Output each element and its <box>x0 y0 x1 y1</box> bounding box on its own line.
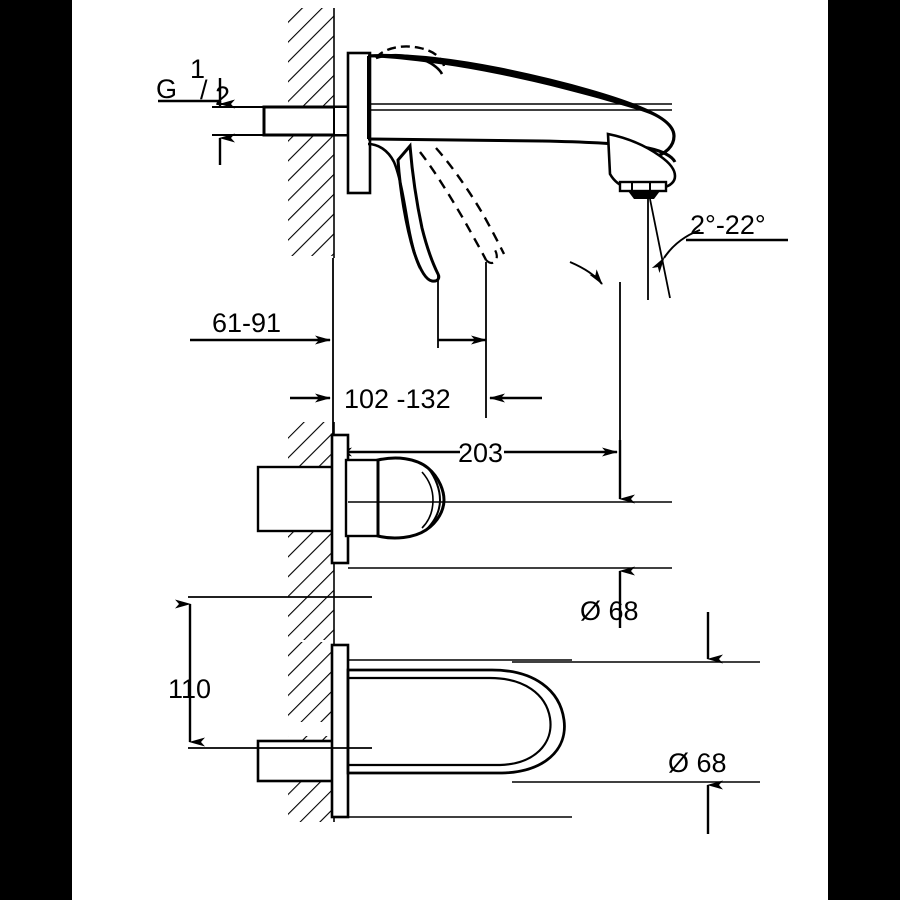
letterbox-bar-left <box>0 0 72 900</box>
faucet-dimension-drawing: G 1 / 2 2°-22° 61-91 102 -132 203 110 Ø … <box>156 8 788 834</box>
handle-assembly-top <box>256 433 446 565</box>
thread-callout-leader <box>158 78 235 165</box>
label-thread-numerator: 1 <box>190 54 205 84</box>
technical-drawing-canvas: G 1 / 2 2°-22° 61-91 102 -132 203 110 Ø … <box>72 0 828 900</box>
side-view-group <box>158 8 788 470</box>
label-escutcheon-dia-bottom: Ø 68 <box>668 748 727 778</box>
dim-handle-projection <box>290 335 542 403</box>
escutcheon-side <box>346 51 372 195</box>
label-centre-distance: 110 <box>168 674 211 704</box>
lever-handle-side <box>367 142 506 283</box>
dim-centre-distance <box>175 596 372 749</box>
label-thread-prefix: G <box>156 74 177 104</box>
spout-cap-side <box>375 45 446 75</box>
label-thread-separator: / <box>200 75 208 105</box>
dim-escutcheon-bottom <box>512 612 760 834</box>
label-outlet-angle: 2°-22° <box>690 210 766 240</box>
label-spout-projection: 203 <box>458 438 503 468</box>
supply-pipe-side <box>212 105 355 137</box>
angle-callout-leader <box>569 198 788 300</box>
top-view-group <box>175 422 760 834</box>
letterbox-bar-right <box>828 0 900 900</box>
spout-body-side <box>367 53 677 199</box>
dim-escutcheon-top <box>348 440 672 628</box>
label-thread-denominator: 2 <box>215 81 230 111</box>
label-handle-projection: 102 -132 <box>344 384 451 414</box>
label-escutcheon-dia-top: Ø 68 <box>580 596 639 626</box>
label-wall-offset: 61-91 <box>212 308 281 338</box>
